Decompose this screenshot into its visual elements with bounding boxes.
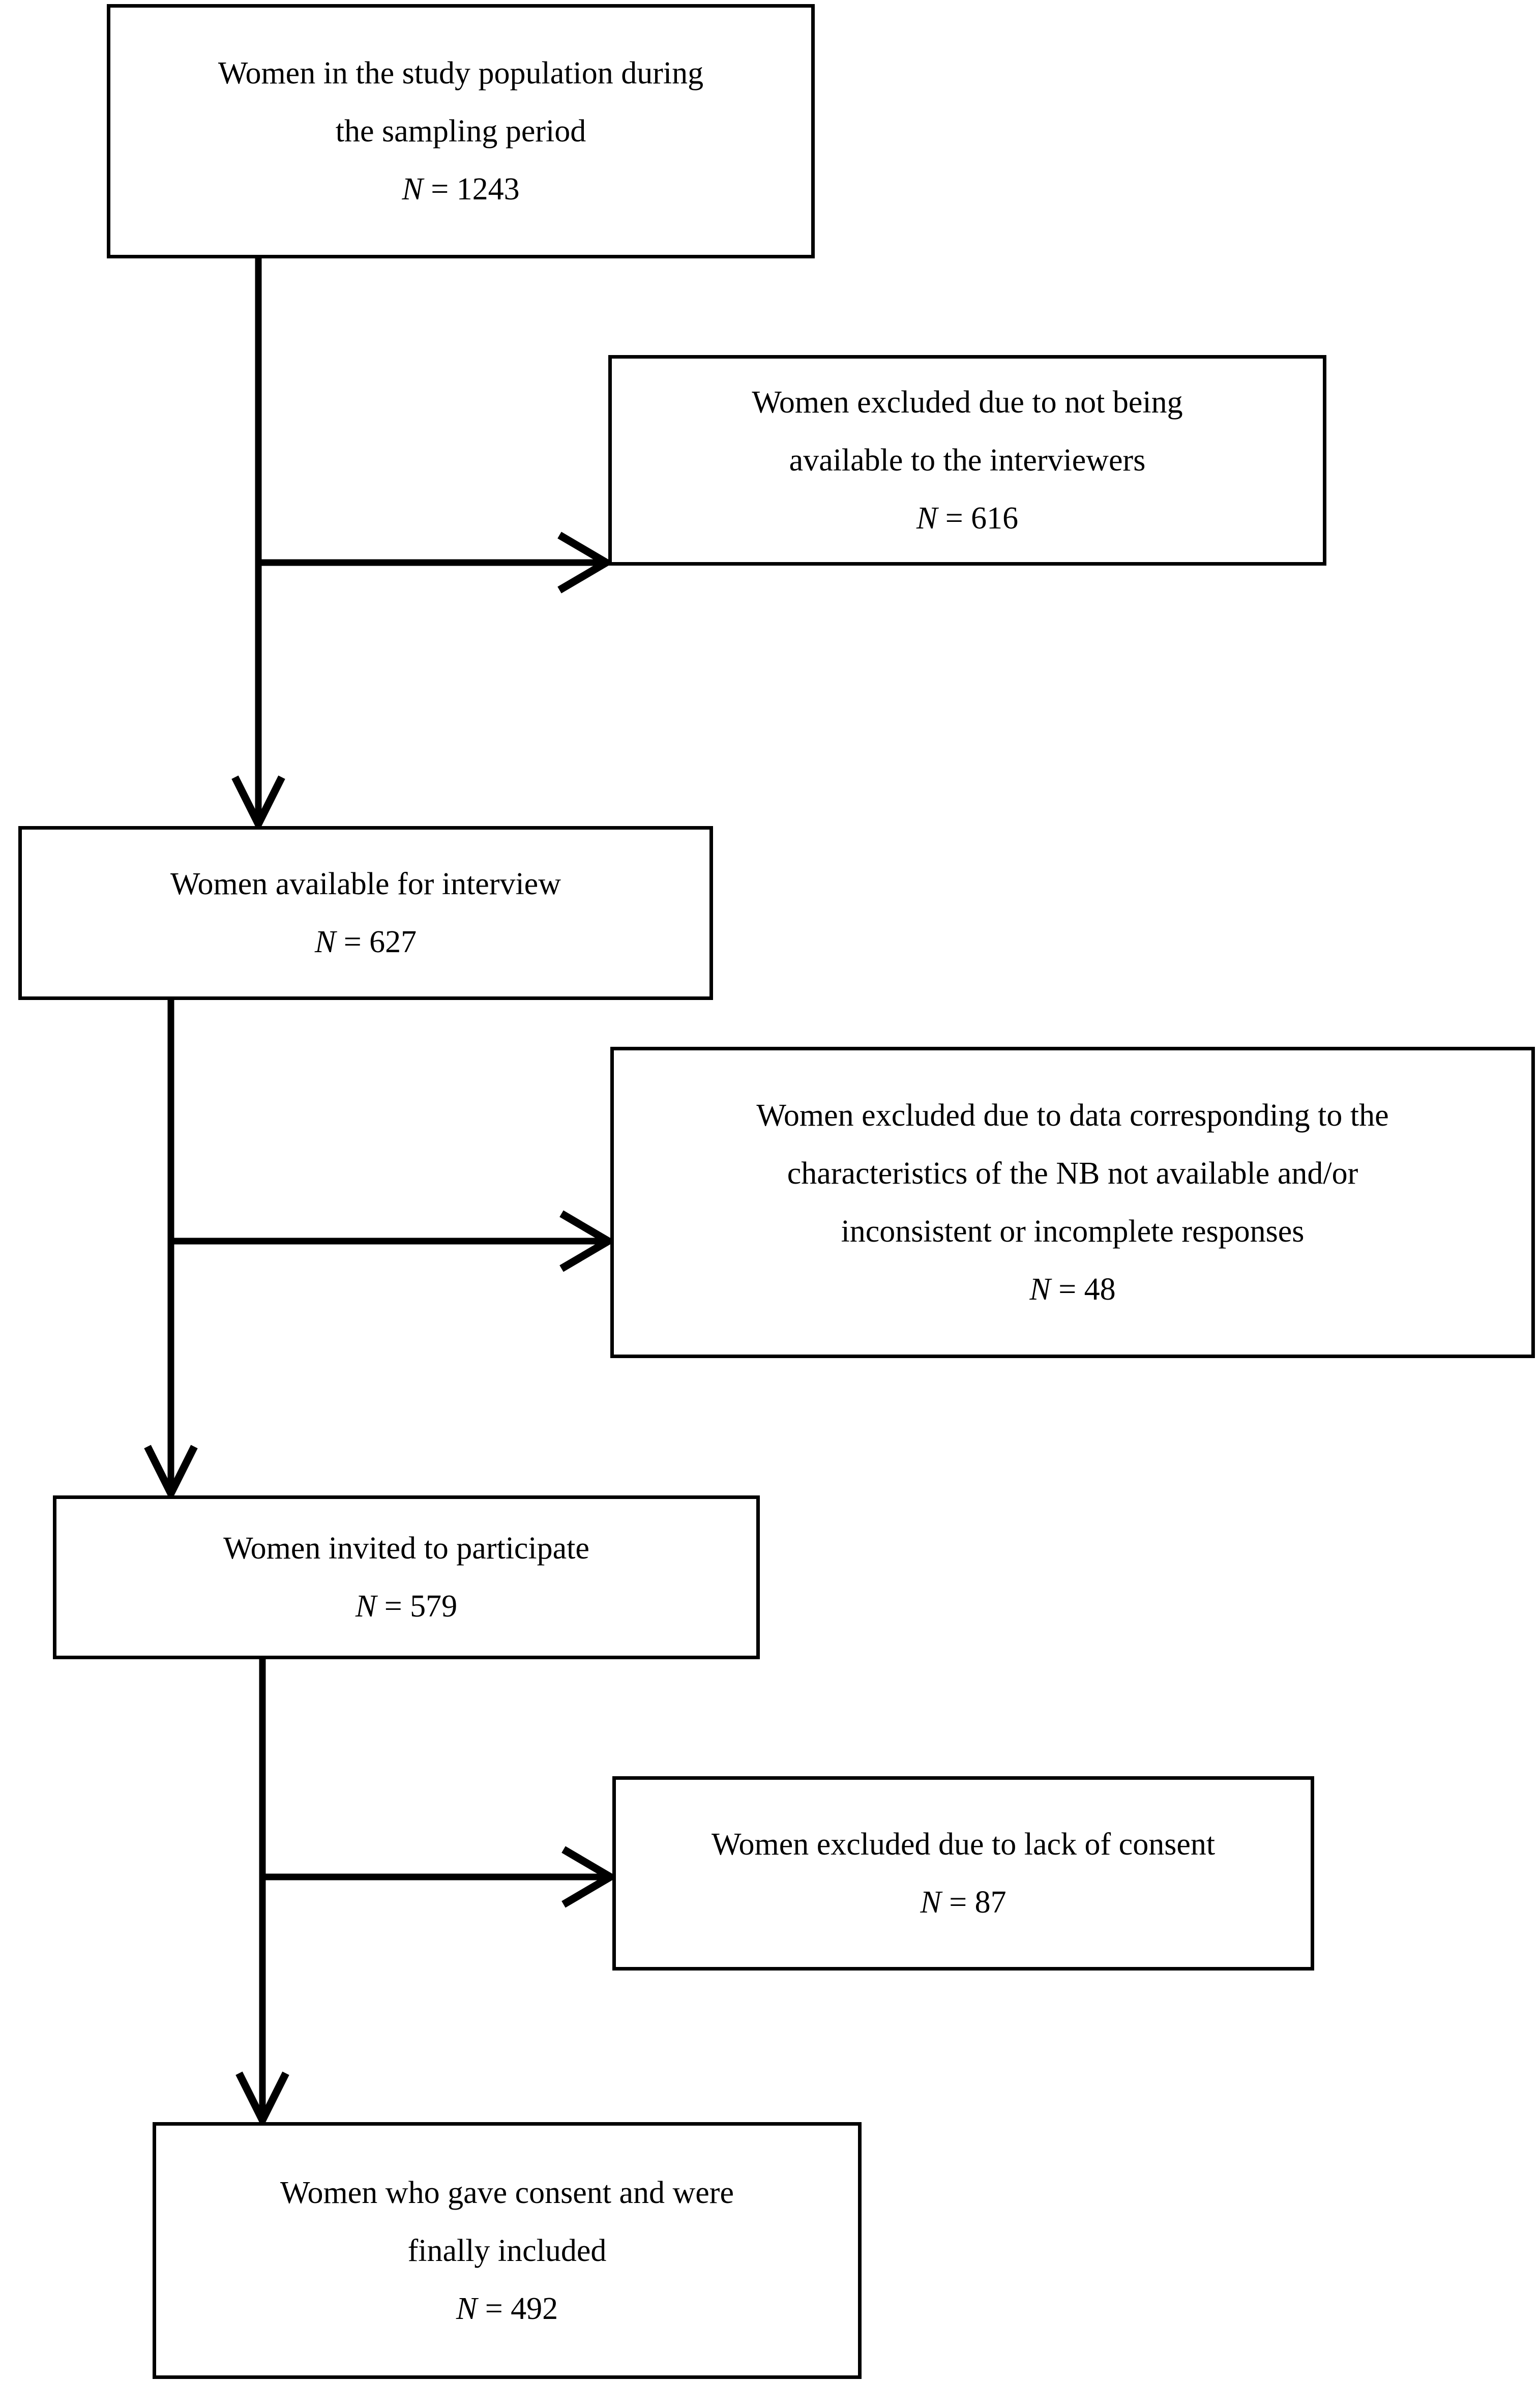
node-excluded-not-available-line-2: available to the interviewers bbox=[789, 443, 1146, 478]
arrowhead-invited-to-excluded-consent bbox=[561, 1846, 618, 1908]
arrowhead-invited-to-final bbox=[235, 2071, 289, 2129]
node-available-for-interview-line-1: Women available for interview bbox=[170, 867, 561, 901]
arrowhead-available-to-excluded-nb bbox=[559, 1210, 616, 1272]
node-study-population-count: N = 1243 bbox=[402, 172, 520, 207]
arrowhead-population-to-excluded-not-available bbox=[557, 532, 614, 594]
node-excluded-lack-of-consent-line-1: Women excluded due to lack of consent bbox=[711, 1827, 1216, 1862]
node-final-included-line-2: finally included bbox=[407, 2233, 607, 2268]
node-invited-to-participate: Women invited to participate N = 579 bbox=[53, 1495, 760, 1659]
node-final-included-line-1: Women who gave consent and were bbox=[280, 2175, 734, 2210]
node-invited-to-participate-line-1: Women invited to participate bbox=[223, 1531, 589, 1566]
node-study-population-line-2: the sampling period bbox=[335, 114, 586, 149]
node-study-population: Women in the study population during the… bbox=[107, 4, 815, 258]
node-excluded-not-available: Women excluded due to not being availabl… bbox=[608, 355, 1326, 566]
node-final-included-count: N = 492 bbox=[456, 2291, 558, 2326]
node-excluded-nb-data-count: N = 48 bbox=[1029, 1272, 1116, 1307]
arrowhead-population-to-available bbox=[231, 775, 285, 833]
node-study-population-line-1: Women in the study population during bbox=[218, 56, 704, 91]
node-excluded-nb-data-line-3: inconsistent or incomplete responses bbox=[841, 1214, 1305, 1249]
node-excluded-not-available-count: N = 616 bbox=[916, 501, 1019, 536]
node-excluded-nb-data-line-2: characteristics of the NB not available … bbox=[787, 1156, 1358, 1191]
node-final-included: Women who gave consent and were finally … bbox=[153, 2122, 862, 2379]
node-excluded-not-available-line-1: Women excluded due to not being bbox=[752, 385, 1183, 420]
arrowhead-available-to-invited bbox=[144, 1445, 198, 1502]
node-available-for-interview-count: N = 627 bbox=[314, 925, 417, 959]
node-invited-to-participate-count: N = 579 bbox=[355, 1589, 458, 1624]
node-excluded-nb-data: Women excluded due to data corresponding… bbox=[610, 1047, 1535, 1358]
node-available-for-interview: Women available for interview N = 627 bbox=[18, 826, 713, 1000]
node-excluded-lack-of-consent: Women excluded due to lack of consent N … bbox=[612, 1776, 1314, 1971]
node-excluded-lack-of-consent-count: N = 87 bbox=[920, 1885, 1006, 1920]
node-excluded-nb-data-line-1: Women excluded due to data corresponding… bbox=[756, 1098, 1389, 1133]
